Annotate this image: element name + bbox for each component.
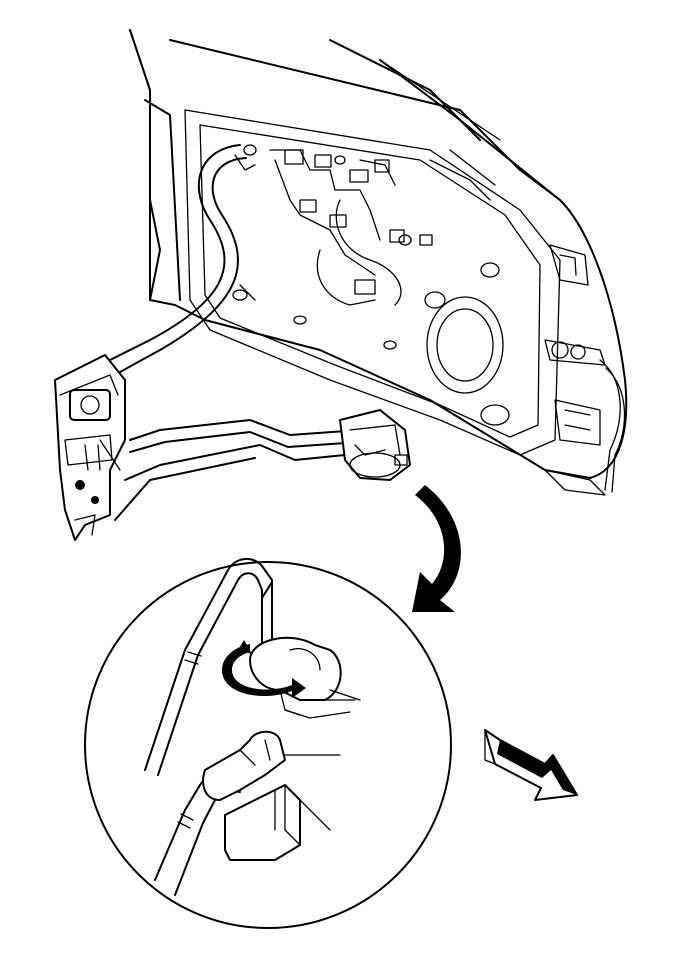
lock-rod-detail [144,558,361,776]
cable-end-detail [154,730,341,896]
door-inner-panel [129,29,628,496]
rotate-arrow-icon [222,640,306,698]
forward-direction-arrow-icon [484,729,578,801]
door-latch-assembly [54,354,126,541]
curved-arrow-icon [412,485,461,612]
outside-door-handle [339,409,411,481]
lock-cable-assembly [109,144,361,521]
detail-view [84,558,452,929]
